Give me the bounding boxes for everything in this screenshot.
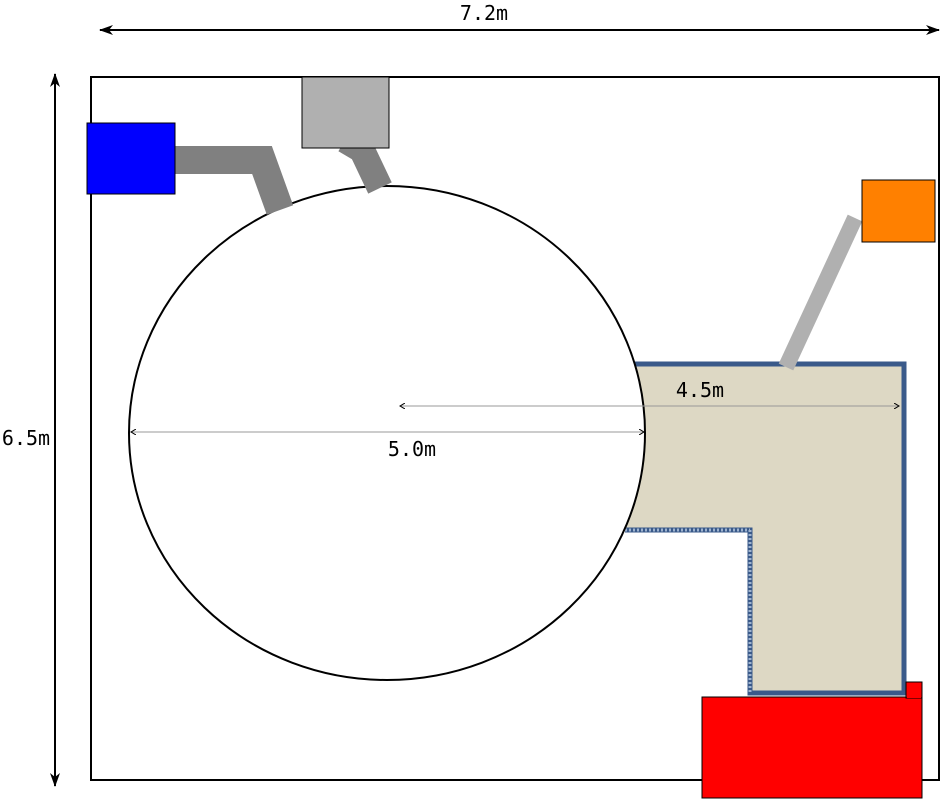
height-dimension-label: 6.5m — [2, 426, 50, 450]
blue-block — [86, 122, 176, 195]
circular-area — [128, 185, 646, 681]
blue-connector-arm — [175, 146, 294, 215]
extent-dimension-label: 4.5m — [676, 378, 724, 402]
width-dimension-label: 7.2m — [460, 1, 508, 25]
orange-connector-arm — [778, 214, 863, 371]
gray-block — [301, 76, 390, 149]
red-block — [701, 696, 923, 799]
diameter-dimension-label: 5.0m — [388, 437, 436, 461]
red-block-top-part — [905, 681, 923, 699]
orange-block — [861, 179, 936, 243]
